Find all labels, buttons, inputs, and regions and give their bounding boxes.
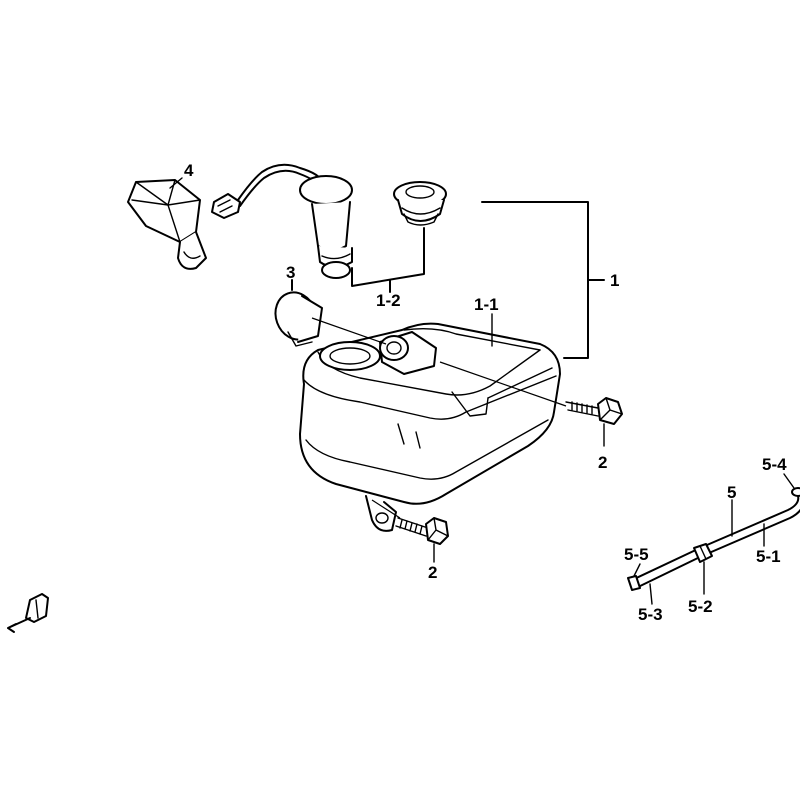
part-4-boot	[127, 179, 207, 270]
callout-5: 5	[727, 483, 736, 502]
callout-5-3: 5-3	[638, 605, 663, 624]
part-3-cap	[274, 279, 323, 347]
callout-5-5: 5-5	[624, 545, 649, 564]
leader-4	[169, 177, 183, 189]
callout-5-4: 5-4	[762, 455, 787, 474]
callout-1: 1	[610, 271, 619, 290]
part-1-1-tank	[299, 322, 561, 532]
callout-5-2: 5-2	[688, 597, 713, 616]
oil-level-sensor	[211, 163, 353, 279]
part-2-bolt-upper	[565, 397, 623, 425]
callout-4: 4	[184, 161, 194, 180]
callout-2-lower: 2	[428, 563, 437, 582]
front-direction-bracket	[7, 593, 49, 633]
grommet	[393, 181, 447, 226]
part-5-hose	[627, 473, 800, 605]
bracket-1	[481, 201, 605, 359]
callout-1-2: 1-2	[376, 291, 401, 310]
part-2-bolt-lower	[395, 517, 449, 545]
callout-3: 3	[286, 263, 295, 282]
callout-5-1: 5-1	[756, 547, 781, 566]
bracket-1-2	[351, 227, 425, 293]
callout-1-1: 1-1	[474, 295, 499, 314]
callout-2-upper: 2	[598, 453, 607, 472]
